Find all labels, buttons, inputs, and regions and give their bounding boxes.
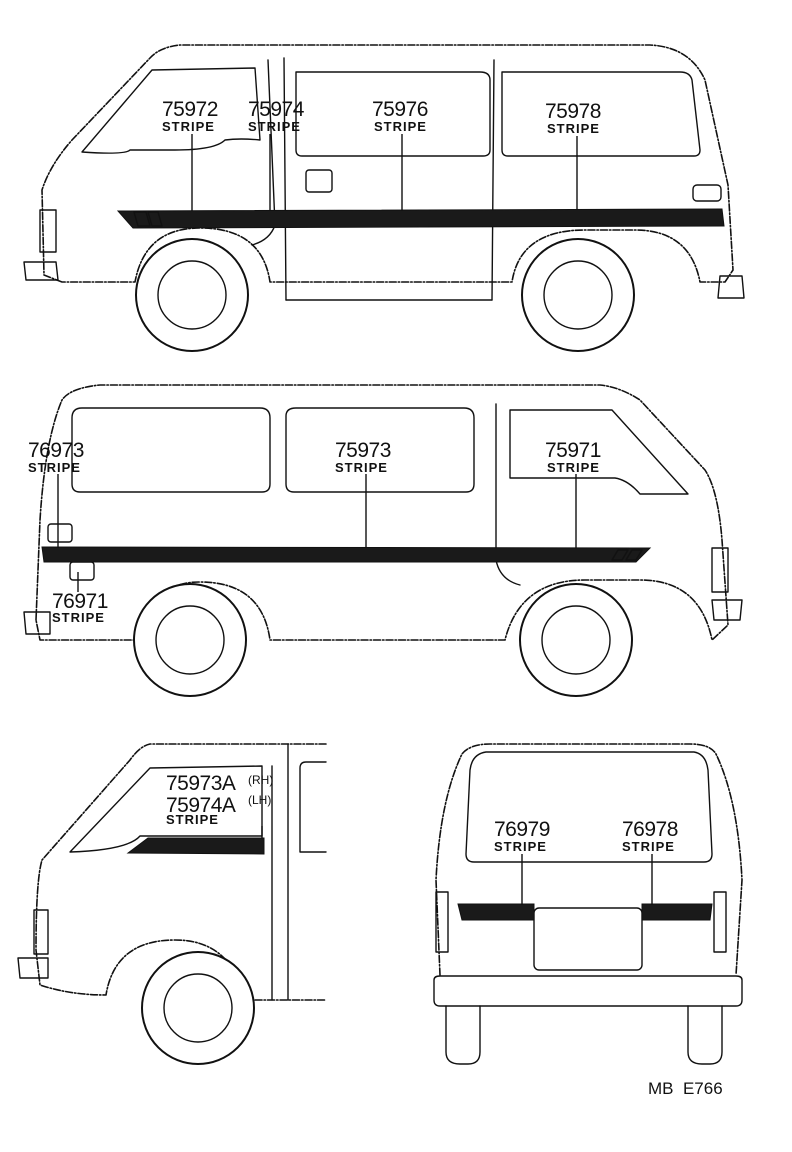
callout-label-75973: STRIPE <box>335 460 388 475</box>
front-detail-wheel <box>141 951 255 1065</box>
stripe-end-hatch <box>133 211 163 227</box>
callout-number-76971: 76971 <box>52 590 108 613</box>
rear-bumper-left <box>23 611 51 635</box>
front-detail-headlamp <box>33 909 49 955</box>
rear-vent <box>692 184 722 202</box>
rear-bumper <box>717 275 745 299</box>
front-bumper-left <box>711 599 743 621</box>
front-bumper <box>23 261 59 281</box>
van-left-side-view: 76973 STRIPE 75973 STRIPE 75971 STRIPE 7… <box>23 384 743 697</box>
rear-tire-left <box>445 1005 481 1065</box>
callout-label-75974A: STRIPE <box>166 812 219 827</box>
van-front-detail-view: 75973A (RH) 75974A (LH) STRIPE <box>17 743 327 1065</box>
front-window <box>81 67 261 154</box>
headlamp-left <box>711 547 729 593</box>
front-detail-windshield <box>69 765 263 853</box>
van-right-side-view: 75972 STRIPE 75974 STRIPE 75976 STRIPE 7… <box>23 44 745 352</box>
rear-stripe-right <box>641 903 713 921</box>
headlamp <box>39 209 57 253</box>
callout-number-76978: 76978 <box>622 818 678 841</box>
van-rear-view: 76979 STRIPE 76978 STRIPE <box>433 743 743 1065</box>
front-wheel-left-hub <box>541 605 611 675</box>
rear-wheel <box>521 238 635 352</box>
callout-label-76971: STRIPE <box>52 610 105 625</box>
callout-number-75973A: 75973A <box>166 772 236 795</box>
front-detail-bumper <box>17 957 49 979</box>
front-door-line <box>267 59 276 226</box>
callout-label-76978: STRIPE <box>622 839 675 854</box>
rear-body-outline <box>435 743 743 976</box>
middle-window <box>295 71 491 157</box>
callout-number-76973: 76973 <box>28 439 84 462</box>
van-body-outline <box>35 384 729 641</box>
callout-label-75978: STRIPE <box>547 121 600 136</box>
callout-label-75974: STRIPE <box>248 119 301 134</box>
front-wheel <box>135 238 249 352</box>
callout-number-75971: 75971 <box>545 439 601 462</box>
callout-number-76979: 76979 <box>494 818 550 841</box>
callout-label-76973: STRIPE <box>28 460 81 475</box>
rear-bumper-bar <box>433 975 743 1007</box>
rear-wheel-left <box>133 583 247 697</box>
front-detail-side-window <box>299 761 327 853</box>
callout-number-75978: 75978 <box>545 100 601 123</box>
stripe-end-hatch-left <box>611 549 643 561</box>
callout-suffix-lh: (LH) <box>248 793 271 807</box>
rear-lamp-right <box>713 891 727 953</box>
rear-stripe-left <box>457 903 535 921</box>
front-wheel-hub <box>157 260 227 330</box>
slide-door-rear-edge <box>491 59 495 301</box>
rear-left-window <box>71 407 271 493</box>
rear-wheel-hub <box>543 260 613 330</box>
callout-number-75972: 75972 <box>162 98 218 121</box>
front-detail-outline <box>35 743 327 1001</box>
callout-label-76979: STRIPE <box>494 839 547 854</box>
rear-tire-right <box>687 1005 723 1065</box>
callout-number-75974: 75974 <box>248 98 305 121</box>
rear-wheel-left-hub <box>155 605 225 675</box>
rear-lamp-left <box>435 891 449 953</box>
rear-window <box>501 71 701 157</box>
front-detail-wheel-hub <box>163 973 233 1043</box>
fuel-lid-left <box>69 561 95 581</box>
fuel-lid <box>305 169 333 193</box>
rear-side-marker <box>47 523 73 543</box>
front-wheel-left <box>519 583 633 697</box>
middle-left-window <box>285 407 475 493</box>
rear-window <box>465 751 713 863</box>
side-stripe-left <box>41 546 652 563</box>
front-door-bottom <box>495 559 521 586</box>
door-stripe <box>126 837 265 855</box>
license-plate <box>533 907 643 971</box>
side-stripe <box>116 208 725 229</box>
callout-number-75976: 75976 <box>372 98 428 121</box>
callout-label-75972: STRIPE <box>162 119 215 134</box>
callout-label-75971: STRIPE <box>547 460 600 475</box>
callout-number-75974A: 75974A <box>166 794 236 817</box>
callout-label-75976: STRIPE <box>374 119 427 134</box>
front-left-window <box>509 409 689 495</box>
callout-suffix-rh: (RH) <box>248 773 273 787</box>
callout-number-75973: 75973 <box>335 439 391 462</box>
diagram-code: MB E766 <box>648 1079 723 1098</box>
slide-door-front-edge <box>283 57 287 301</box>
van-body-outline <box>41 44 734 283</box>
